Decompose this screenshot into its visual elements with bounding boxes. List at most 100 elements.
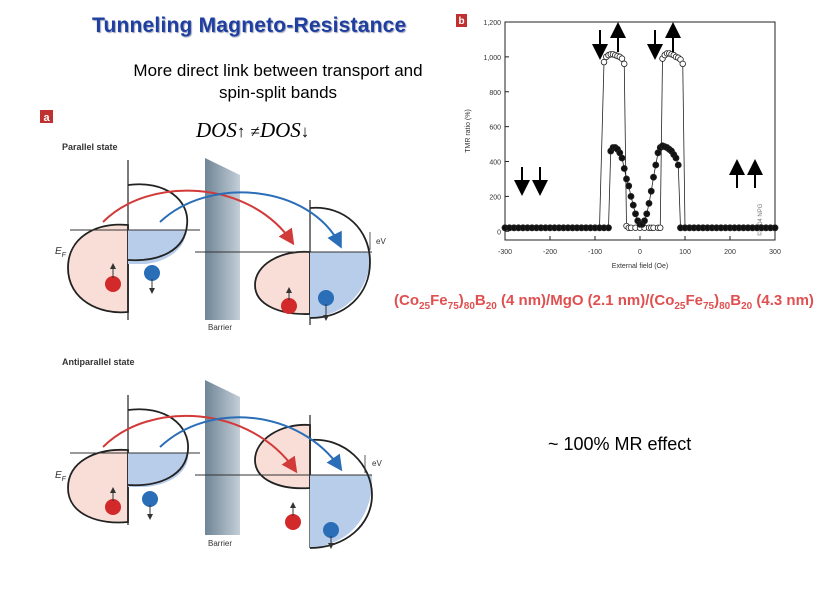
formula-s8: 20 [741, 301, 753, 312]
filled-data-point [629, 201, 637, 209]
spin-up-tunneling-arrow [102, 414, 298, 474]
ef-main: E [55, 246, 62, 257]
left-spin-down-band [127, 408, 189, 487]
copyright-text: ©2004 NPG [757, 203, 764, 236]
x-axis-ticks: -300 -200 -100 0 100 200 300 [498, 236, 781, 256]
data-series [501, 50, 779, 232]
y-tick-label: 1,000 [483, 55, 501, 62]
parallel-state-label: Parallel state [62, 142, 118, 152]
barrier-label: Barrier [208, 539, 232, 548]
left-spin-up-band [67, 223, 129, 314]
spin-down-tunneling-arrow [159, 416, 343, 472]
spin-down-electron-left [142, 491, 158, 507]
formula-p8: B [730, 292, 742, 309]
filled-data-point [650, 173, 657, 181]
formula-p3: ) [458, 292, 464, 309]
panel-a-badge: a [43, 112, 50, 124]
y-tick-label: 0 [497, 229, 501, 236]
spin-up-electron-left [105, 276, 121, 292]
left-spin-down-fill [128, 230, 186, 264]
ef-label: EF [55, 470, 67, 483]
panel-a-diagram: a Parallel state EF Barrier eV Antiparal… [40, 110, 386, 549]
formula-s3: 80 [463, 301, 475, 312]
formula-s5: 25 [674, 301, 686, 312]
parallel-diagram: EF Barrier eV [55, 158, 386, 332]
filled-data-point [645, 199, 653, 207]
formula-p1: (Co [394, 292, 419, 309]
filled-data-point [674, 161, 682, 169]
ef-label: EF [55, 246, 67, 259]
slide-title: Tunneling Magneto-Resistance [92, 14, 407, 37]
filled-data-point [641, 217, 648, 225]
panel-a-badge-box [40, 110, 53, 123]
spin-up-tunneling-arrow [102, 189, 295, 246]
up-arrow-symbol: ↑ [236, 122, 246, 141]
x-tick-label: -200 [543, 249, 557, 256]
antiparallel-state-label: Antiparallel state [62, 357, 135, 367]
ef-sub: F [62, 476, 67, 483]
y-tick-label: 600 [489, 125, 501, 132]
barrier-label: Barrier [208, 323, 232, 332]
formula-s4: 20 [485, 301, 497, 312]
x-tick-label: -100 [588, 249, 602, 256]
x-tick-label: -300 [498, 249, 512, 256]
filled-data-point [647, 187, 655, 195]
ev-label: eV [376, 237, 386, 246]
formula-p2: Fe [430, 292, 448, 309]
dos-left: DOS [196, 118, 237, 142]
tunnel-barrier [205, 158, 240, 320]
open-data-point [618, 55, 626, 62]
left-spin-down-fill [128, 453, 189, 487]
series-line-2 [505, 145, 775, 229]
ef-main: E [55, 470, 62, 481]
slide-subtitle: More direct link between transport and s… [133, 61, 423, 102]
formula-p5: (4 nm)/MgO (2.1 nm)/(Co [496, 292, 675, 309]
x-tick-label: 200 [724, 249, 736, 256]
open-data-point [600, 58, 608, 66]
filled-data-point [620, 165, 628, 172]
right-spin-down-band [309, 439, 373, 549]
panel-b-badge: b [458, 16, 464, 27]
open-data-point [621, 60, 628, 68]
formula-p9: (4.3 nm) [752, 292, 814, 309]
formula-s7: 80 [719, 301, 731, 312]
formula-p6: Fe [685, 292, 703, 309]
right-spin-up-band [254, 251, 311, 315]
x-tick-label: 100 [679, 249, 691, 256]
y-tick-label: 200 [489, 194, 501, 201]
ef-sub: F [62, 252, 67, 259]
x-tick-label: 0 [638, 249, 642, 256]
filled-data-point [627, 192, 635, 200]
panel-b-badge-box [456, 14, 467, 27]
not-equal-symbol: ≠ [250, 122, 260, 141]
open-data-point [657, 224, 664, 231]
dos-right: DOS [259, 118, 301, 142]
filled-data-point [652, 161, 660, 169]
filled-data-point [643, 210, 651, 218]
formula-s2: 75 [447, 301, 459, 312]
y-axis-label: TMR ratio (%) [465, 109, 472, 153]
filled-data-point [605, 224, 612, 232]
formula-p7: ) [714, 292, 720, 309]
formula-p4: B [474, 292, 486, 309]
left-spin-down-band [127, 183, 188, 262]
magnetization-arrows [514, 22, 763, 196]
y-tick-label: 400 [489, 160, 501, 167]
spin-up-electron-right [285, 514, 301, 530]
series-line-1 [505, 52, 775, 229]
x-tick-label: 300 [769, 249, 781, 256]
formula-s6: 75 [703, 301, 715, 312]
spin-down-electron-left [144, 265, 160, 281]
tunnel-barrier [205, 380, 240, 535]
filled-data-point [625, 182, 633, 190]
filled-data-point [771, 224, 779, 232]
filled-data-point [618, 154, 626, 162]
spin-up-electron-right [281, 298, 297, 314]
mr-effect-text: ~ 100% MR effect [548, 434, 692, 454]
antiparallel-diagram: EF Barrier eV [55, 380, 382, 549]
plot-frame [504, 21, 776, 241]
open-data-point [679, 60, 686, 68]
spin-down-tunneling-arrow [159, 191, 342, 249]
filled-data-point [632, 210, 639, 218]
x-axis-label: External field (Oe) [612, 263, 668, 270]
